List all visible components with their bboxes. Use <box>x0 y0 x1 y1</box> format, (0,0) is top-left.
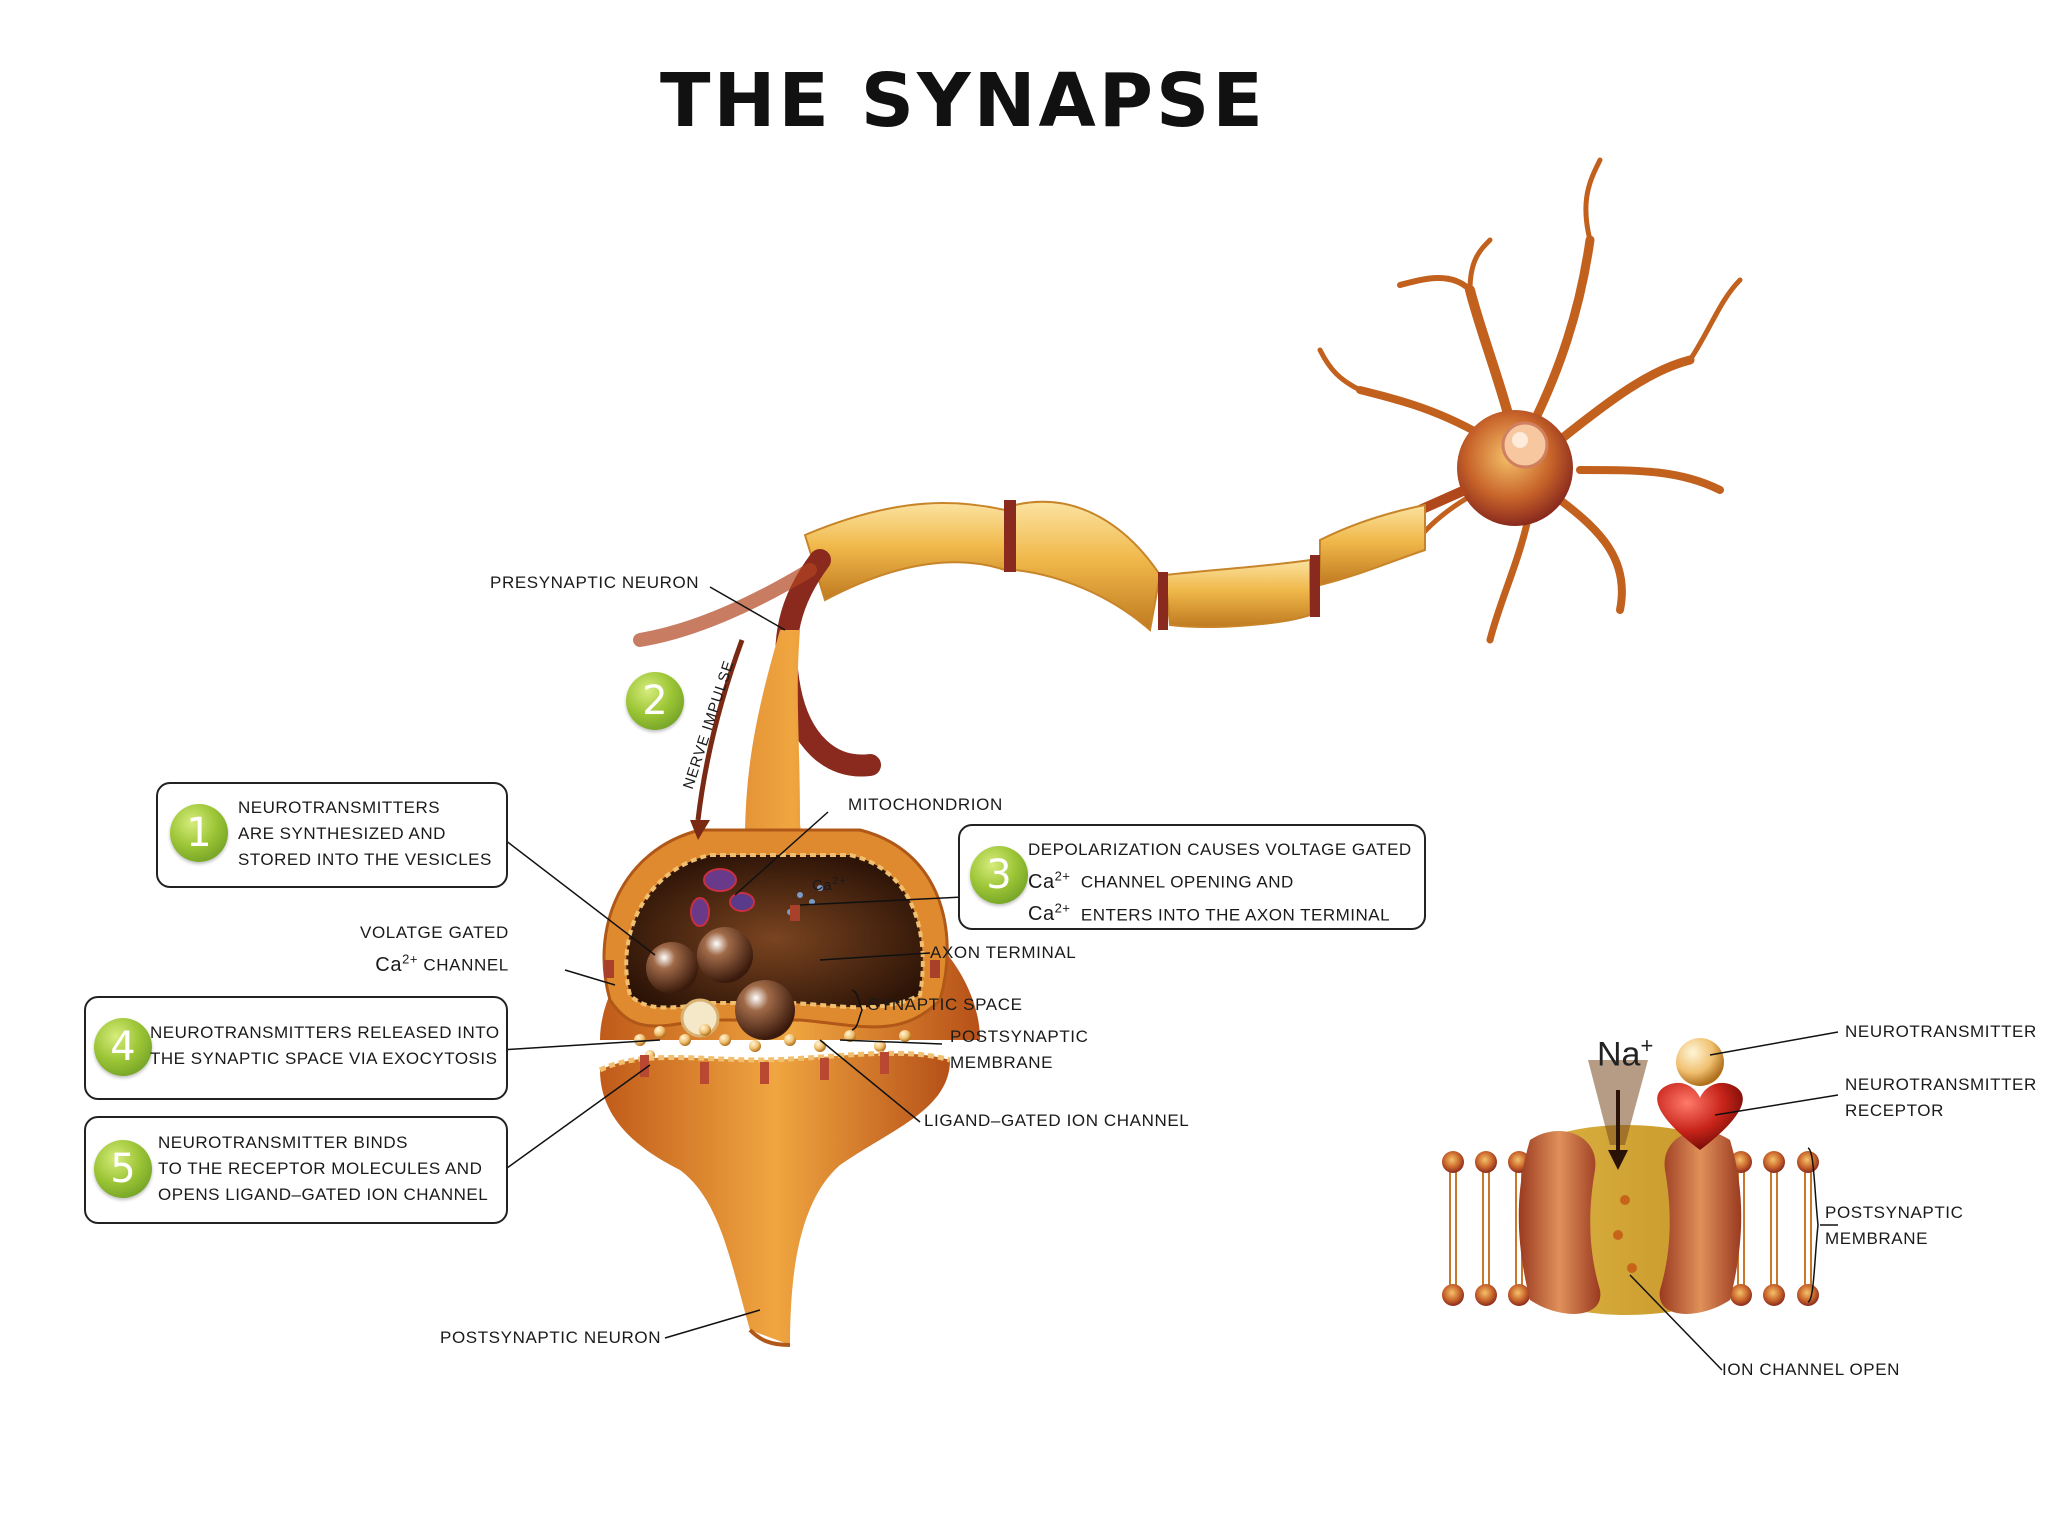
label-voltage-gated-line1: VOLATGE GATED <box>360 923 509 942</box>
label-ligand-gated-channel: LIGAND–GATED ION CHANNEL <box>924 1111 1190 1130</box>
myelin-sheath <box>803 500 1426 632</box>
label-mitochondrion: MITOCHONDRION <box>848 795 1003 814</box>
label-postsynaptic-neuron: POSTSYNAPTIC NEURON <box>440 1328 662 1347</box>
step-5-badge: 5 <box>94 1140 152 1198</box>
step-5-line1: NEUROTRANSMITTER BINDS <box>158 1133 408 1152</box>
step-5-line3: OPENS LIGAND–GATED ION CHANNEL <box>158 1185 489 1204</box>
step-1-line2: ARE SYNTHESIZED AND <box>238 824 446 843</box>
channel-subunit-left <box>1518 1131 1601 1314</box>
channel-word: CHANNEL <box>423 955 509 975</box>
ca-ion-charge: 2+ <box>832 875 847 887</box>
step-1-line3: STORED INTO THE VESICLES <box>238 850 492 869</box>
inset-neurotransmitter <box>1676 1038 1724 1086</box>
label-axon-terminal: AXON TERMINAL <box>930 943 1077 962</box>
label-voltage-gated-line2: Ca2+ CHANNEL <box>360 946 509 979</box>
sodium-charge: + <box>1640 1033 1654 1058</box>
label-postsynaptic-membrane: POSTSYNAPTIC MEMBRANE <box>950 1024 1089 1076</box>
postsynaptic-dendrite <box>598 1050 951 1347</box>
label-voltage-gated-channel: VOLATGE GATED Ca2+ CHANNEL <box>360 920 509 979</box>
inset-sodium-ion: Na+ <box>1597 1033 1653 1074</box>
step-5-box: 5 NEUROTRANSMITTER BINDS TO THE RECEPTOR… <box>84 1116 508 1224</box>
step-3-text: DEPOLARIZATION CAUSES VOLTAGE GATED Ca2+… <box>1028 837 1412 928</box>
step-3-ca-1: Ca <box>1028 870 1055 893</box>
leader-lines <box>499 586 964 1339</box>
step-3-line2-text: CHANNEL OPENING AND <box>1080 872 1294 892</box>
step-4-line1: NEUROTRANSMITTERS RELEASED INTO <box>150 1023 500 1042</box>
step-1-line1: NEUROTRANSMITTERS <box>238 798 441 817</box>
inset-label-neurotransmitter: NEUROTRANSMITTER <box>1845 1022 2037 1041</box>
inset-membrane <box>1442 1038 1819 1315</box>
inset-label-membrane: POSTSYNAPTIC MEMBRANE <box>1825 1200 1964 1252</box>
step-2-badge: 2 <box>626 672 684 730</box>
inset-receptor <box>1657 1082 1743 1150</box>
inset-label-receptor: NEUROTRANSMITTER RECEPTOR <box>1845 1072 2037 1124</box>
ca-ion-symbol: Ca <box>812 877 833 894</box>
step-3-box: 3 DEPOLARIZATION CAUSES VOLTAGE GATED Ca… <box>958 824 1426 930</box>
step-4-line2: THE SYNAPTIC SPACE VIA EXOCYTOSIS <box>150 1049 498 1068</box>
inset-membrane-line1: POSTSYNAPTIC <box>1825 1203 1964 1222</box>
step-4-text: NEUROTRANSMITTERS RELEASED INTO THE SYNA… <box>150 1020 500 1072</box>
step-3-line3: Ca2+ ENTERS INTO THE AXON TERMINAL <box>1028 896 1412 929</box>
inset-membrane-line2: MEMBRANE <box>1825 1229 1929 1248</box>
step-1-text: NEUROTRANSMITTERS ARE SYNTHESIZED AND ST… <box>238 795 492 873</box>
label-ca-ion: Ca2+ <box>812 868 846 899</box>
channel-subunit-right <box>1659 1131 1742 1314</box>
axon-initial-segment <box>1417 485 1468 515</box>
step-5-line2: TO THE RECEPTOR MOLECULES AND <box>158 1159 483 1178</box>
step-1-box: 1 NEUROTRANSMITTERS ARE SYNTHESIZED AND … <box>156 782 508 888</box>
ca-symbol: Ca <box>375 953 403 976</box>
inset-receptor-line2: RECEPTOR <box>1845 1101 1944 1120</box>
postsynaptic-membrane-line2: MEMBRANE <box>950 1053 1054 1072</box>
page-title: THE SYNAPSE <box>660 58 1266 144</box>
inset-receptor-line1: NEUROTRANSMITTER <box>1845 1075 2037 1094</box>
postsynaptic-membrane-line1: POSTSYNAPTIC <box>950 1027 1089 1046</box>
cell-body-dendrites <box>1317 157 1743 644</box>
inset-label-ion-channel-open: ION CHANNEL OPEN <box>1722 1360 1901 1379</box>
step-3-ca-charge-1: 2+ <box>1054 868 1071 883</box>
step-3-ca-2: Ca <box>1028 903 1055 926</box>
step-3-line3-text: ENTERS INTO THE AXON TERMINAL <box>1080 905 1391 925</box>
step-3-ca-charge-2: 2+ <box>1054 900 1071 916</box>
step-1-badge: 1 <box>170 804 228 862</box>
sodium-symbol: Na <box>1597 1035 1641 1074</box>
step-3-line1: DEPOLARIZATION CAUSES VOLTAGE GATED <box>1028 840 1412 859</box>
step-5-text: NEUROTRANSMITTER BINDS TO THE RECEPTOR M… <box>158 1130 488 1208</box>
step-3-badge: 3 <box>970 846 1028 904</box>
step-4-badge: 4 <box>94 1018 152 1076</box>
inset-leader-lines <box>1629 1031 1839 1371</box>
nerve-impulse-arrow <box>695 639 745 821</box>
axon-terminal <box>602 828 949 1040</box>
label-synaptic-space: SYNAPTIC SPACE <box>868 995 1023 1014</box>
label-presynaptic-neuron: PRESYNAPTIC NEURON <box>490 573 700 592</box>
ca-charge: 2+ <box>402 951 419 966</box>
step-3-line2: Ca2+ CHANNEL OPENING AND <box>1028 863 1412 896</box>
step-4-box: 4 NEUROTRANSMITTERS RELEASED INTO THE SY… <box>84 996 508 1100</box>
